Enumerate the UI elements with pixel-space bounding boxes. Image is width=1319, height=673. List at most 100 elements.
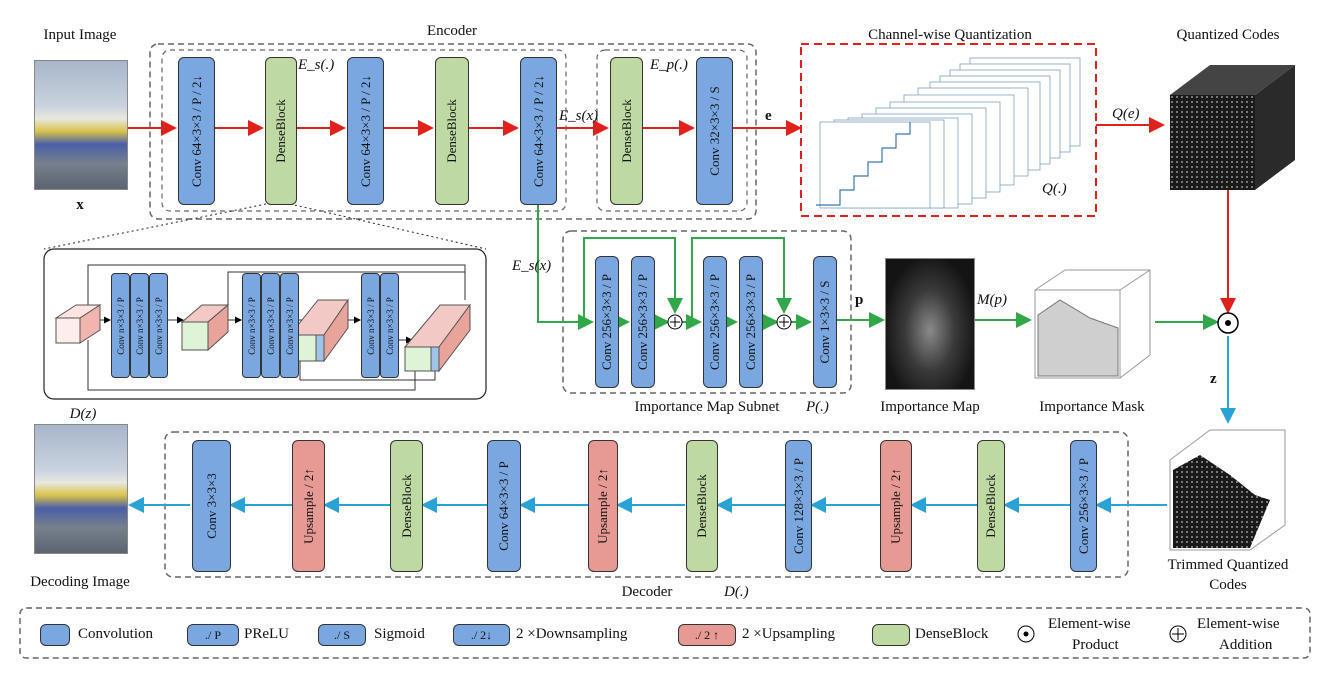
subnet-conv-2: Conv 256×3×3 / P <box>631 256 655 388</box>
decoder-block-7: Conv 128×3×3 / P <box>785 440 812 572</box>
encoder-label: Encoder <box>427 23 477 39</box>
legend-add-label-1: Element-wise <box>1197 616 1280 632</box>
encoder-frame <box>149 43 757 220</box>
decoder-block-3-label: DenseBlock <box>398 474 414 538</box>
encoder-conv-4: Conv 32×3×3 / S <box>696 57 733 205</box>
dense-conv-3: Conv n×3×3 / P <box>149 273 168 378</box>
legend-product-icon <box>1017 625 1035 643</box>
decoder-block-3: DenseBlock <box>390 440 423 572</box>
legend-sigmoid-swatch: ./ S <box>318 624 366 646</box>
dense-conv-8: Conv n×3×3 / P <box>380 273 399 378</box>
mp-label: M(p) <box>977 292 1007 308</box>
encoder-arrows <box>128 117 1236 314</box>
decoder-block-6-label: DenseBlock <box>694 474 709 538</box>
legend-down-swatch: ./ 2↓ <box>453 624 510 646</box>
encoder-denseblock-2-label: DenseBlock <box>444 99 459 163</box>
encoder-conv-1-label: Conv 64×3×3 / P / 2↓ <box>188 74 204 188</box>
encoder-denseblock-1-label: DenseBlock <box>273 99 288 163</box>
subnet-conv-3-label: Conv 256×3×3 / P <box>707 274 722 370</box>
decoder-block-8-label: Upsample / 2↑ <box>888 468 903 544</box>
p-label: p <box>855 292 864 308</box>
encoder-denseblock-1: DenseBlock <box>265 57 297 205</box>
encoder-conv-1: Conv 64×3×3 / P / 2↓ <box>178 57 215 205</box>
ep-label: E_p(.) <box>650 57 688 73</box>
quantization-stack-icon <box>819 57 1081 209</box>
subnet-conv-1: Conv 256×3×3 / P <box>595 256 619 388</box>
legend-add-label-2: Addition <box>1219 637 1273 653</box>
addition-op-2 <box>776 314 792 330</box>
trimmed-codes-label-1: Trimmed Quantized <box>1167 557 1289 573</box>
decoder-block-1: Conv 3×3×3 <box>192 440 231 572</box>
dz-label: D(z) <box>69 406 97 422</box>
legend-addition-icon <box>1169 625 1187 643</box>
dense-conv-3-label: Conv n×3×3 / P <box>153 296 164 355</box>
decoder-block-1-label: Conv 3×3×3 <box>203 473 219 539</box>
cq-label: Channel-wise Quantization <box>868 27 1032 43</box>
legend-frame <box>19 607 1311 659</box>
decoder-block-7-label: Conv 128×3×3 / P <box>790 458 806 554</box>
decoder-block-2-label: Upsample / 2↑ <box>300 468 316 544</box>
decoder-block-4-label: Conv 64×3×3 / P <box>496 461 511 551</box>
encoder-conv-3-label: Conv 64×3×3 / P / 2↓ <box>530 74 546 188</box>
subnet-conv-1-label: Conv 256×3×3 / P <box>599 274 614 370</box>
product-op <box>1217 312 1239 334</box>
importance-map-image <box>885 258 975 390</box>
p-function-label: P(.) <box>806 399 829 415</box>
decoder-block-6: DenseBlock <box>686 440 718 572</box>
encoder-conv-2-label: Conv 64×3×3 / P / 2↓ <box>357 74 373 188</box>
dense-conv-2-label: Conv n×3×3 / P <box>134 296 145 355</box>
dense-conv-2: Conv n×3×3 / P <box>130 273 149 378</box>
decoder-label: Decoder <box>621 584 673 600</box>
legend-dense-label: DenseBlock <box>915 626 989 642</box>
feature-cuboid-4-icon <box>403 303 471 373</box>
esx-side-label: E_s(x) <box>512 258 552 274</box>
dense-conv-1-label: Conv n×3×3 / P <box>115 296 126 355</box>
addition-op-1 <box>667 314 683 330</box>
encoder-denseblock-3: DenseBlock <box>610 57 643 205</box>
quantized-codes-label: Quantized Codes <box>1176 27 1280 43</box>
dense-conv-1: Conv n×3×3 / P <box>111 273 130 378</box>
input-image-label: Input Image <box>43 27 117 43</box>
legend-prelu-swatch: ./ P <box>187 624 239 646</box>
feature-cuboid-2-icon <box>180 303 230 352</box>
dense-conv-4-label: Conv n×3×3 / P <box>246 296 257 355</box>
e-label: e <box>765 108 772 124</box>
subnet-conv-2-label: Conv 256×3×3 / P <box>635 274 650 370</box>
dense-conv-5-label: Conv n×3×3 / P <box>265 296 276 355</box>
subnet-conv-3: Conv 256×3×3 / P <box>703 256 727 388</box>
dense-conv-5: Conv n×3×3 / P <box>261 273 280 378</box>
subnet-arrows <box>537 203 1219 330</box>
d-function-label: D(.) <box>724 584 749 600</box>
legend-product-label-1: Element-wise <box>1048 616 1131 632</box>
legend-sigmoid-label: Sigmoid <box>374 626 425 642</box>
trimmed-codes-cube-icon <box>1169 429 1286 551</box>
importance-map-label: Importance Map <box>880 399 980 415</box>
importance-mask-icon <box>1034 269 1151 379</box>
decoding-image <box>34 424 128 554</box>
decoder-block-9: DenseBlock <box>977 440 1005 572</box>
subnet-conv-4: Conv 256×3×3 / P <box>739 256 763 388</box>
legend-prelu-label: PReLU <box>244 626 289 642</box>
subnet-conv-5: Conv 1×3×3 / S <box>813 256 837 388</box>
es-label: E_s(.) <box>298 57 335 73</box>
decoder-block-8: Upsample / 2↑ <box>880 440 912 572</box>
feature-cuboid-1-icon <box>54 304 102 344</box>
decoder-block-10: Conv 256×3×3 / P <box>1070 440 1097 572</box>
qe-label: Q(e) <box>1112 106 1140 122</box>
decoding-image-label: Decoding Image <box>30 574 130 590</box>
legend-down-label: 2 ×Downsampling <box>516 626 628 642</box>
q-label: Q(.) <box>1042 181 1067 197</box>
feature-cuboid-3-icon <box>288 298 349 363</box>
denseblock-detail-frame <box>43 248 487 400</box>
encoder-conv-2: Conv 64×3×3 / P / 2↓ <box>347 57 384 205</box>
importance-mask-label: Importance Mask <box>1039 399 1145 415</box>
encoder-conv-4-label: Conv 32×3×3 / S <box>706 86 722 176</box>
legend-up-label: 2 ×Upsampling <box>742 626 836 642</box>
z-label: z <box>1210 371 1217 387</box>
decoder-block-4: Conv 64×3×3 / P <box>487 440 521 572</box>
x-label: x <box>76 197 84 213</box>
encoder-denseblock-3-label: DenseBlock <box>618 99 634 163</box>
encoder-denseblock-2: DenseBlock <box>435 57 469 205</box>
legend-up-swatch: ./ 2 ↑ <box>678 624 736 646</box>
